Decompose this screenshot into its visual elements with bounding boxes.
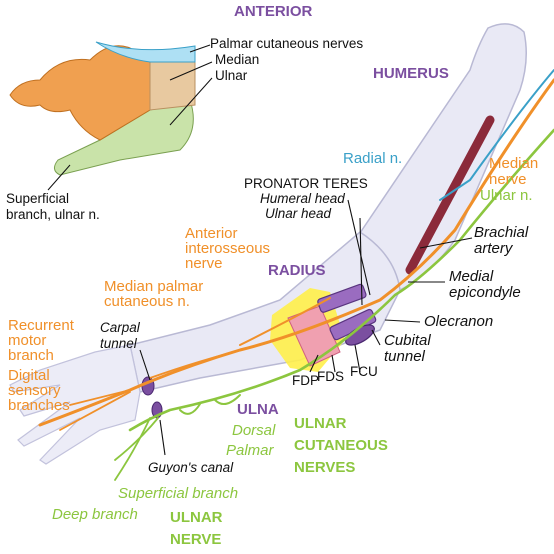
label-ulnar-cutaneous-3: NERVES [294, 459, 355, 476]
label-medial-2: epicondyle [449, 284, 521, 301]
label-median-palmar-2: cutaneous n. [104, 293, 190, 310]
digital-branch-2 [59, 391, 131, 431]
label-recurrent-3: branch [8, 347, 54, 364]
hand-ulnar-zone [54, 99, 194, 176]
label-deep-branch: Deep branch [52, 506, 138, 523]
hand-palmar-zone [149, 61, 196, 111]
label-anterior-1: Anterior [185, 225, 238, 242]
ulnar-palmar-line [179, 403, 201, 415]
label-superficial-branch: Superficial branch [118, 485, 238, 502]
ulnar-deep-line [114, 417, 151, 481]
label-radius: RADIUS [268, 262, 326, 279]
label-inset-superficial-1: Superficial [6, 191, 69, 206]
label-recurrent-1: Recurrent [8, 317, 75, 334]
label-guyon: Guyon's canal [148, 460, 234, 475]
label-medial-1: Medial [449, 268, 494, 285]
label-carpal-1: Carpal [100, 320, 141, 335]
brachial-artery [405, 115, 495, 275]
label-ulnar-cutaneous-1: ULNAR [294, 415, 347, 432]
label-carpal-2: tunnel [100, 336, 138, 351]
label-recurrent-2: motor [8, 332, 46, 349]
hand-wrist-blue [95, 41, 196, 63]
pointer-lines [139, 199, 473, 456]
label-ulnar-cutaneous-2: CUTANEOUS [294, 437, 388, 454]
ulnar-nerve-line [128, 128, 554, 432]
anterior-title: ANTERIOR [234, 3, 313, 20]
label-cubital-1: Cubital [384, 332, 431, 349]
median-palmar-line [149, 344, 261, 379]
label-digital-2: sensory [8, 382, 61, 399]
label-ulnar-head: Ulnar head [265, 206, 332, 221]
label-ulnar-nerve-1: ULNAR [170, 509, 223, 526]
label-humerus: HUMERUS [373, 65, 449, 82]
label-fdp: FDP [292, 373, 319, 388]
label-anterior-2: interosseous [185, 240, 270, 257]
pointer-median [169, 61, 213, 81]
label-digital-3: branches [8, 397, 70, 414]
label-olecranon: Olecranon [424, 313, 493, 330]
label-digital-1: Digital [8, 367, 50, 384]
label-cubital-2: tunnel [384, 348, 426, 365]
label-radial-n: Radial n. [343, 150, 402, 167]
label-inset-superficial-2: branch, ulnar n. [6, 207, 100, 222]
radial-nerve-line [439, 69, 554, 201]
label-ulna: ULNA [237, 401, 279, 418]
label-median-nerve-1: Median [489, 155, 538, 172]
pronator-teres-humeral-head [317, 283, 367, 313]
hand-inset [9, 41, 213, 191]
pointer-ulnar [169, 77, 213, 126]
label-dorsal: Dorsal [232, 422, 276, 439]
ulnar-dorsal-line [214, 394, 241, 405]
label-brachial-1: Brachial [474, 224, 529, 241]
label-median-nerve-2: nerve [489, 171, 527, 188]
label-inset-ulnar: Ulnar [215, 68, 248, 83]
label-ulnar-nerve-2: NERVE [170, 531, 221, 548]
anterior-interosseous-line [239, 297, 331, 346]
label-ulnar-n: Ulnar n. [480, 187, 533, 204]
label-pronator-teres: PRONATOR TERES [244, 176, 368, 191]
digital-branch-1 [69, 389, 131, 406]
nerves [38, 69, 554, 481]
label-humeral-head: Humeral head [260, 191, 345, 206]
label-fds: FDS [317, 369, 344, 384]
hand-median-zone [9, 45, 151, 141]
label-median-palmar-1: Median palmar [104, 278, 203, 295]
label-palmar: Palmar [226, 442, 275, 459]
label-fcu: FCU [350, 364, 378, 379]
pointer-palmar [189, 44, 211, 53]
label-inset-median: Median [215, 52, 259, 67]
label-anterior-3: nerve [185, 255, 223, 272]
pointer-superficial [47, 164, 71, 191]
label-brachial-2: artery [474, 240, 514, 257]
label-palmar-cutaneous: Palmar cutaneous nerves [210, 36, 363, 51]
